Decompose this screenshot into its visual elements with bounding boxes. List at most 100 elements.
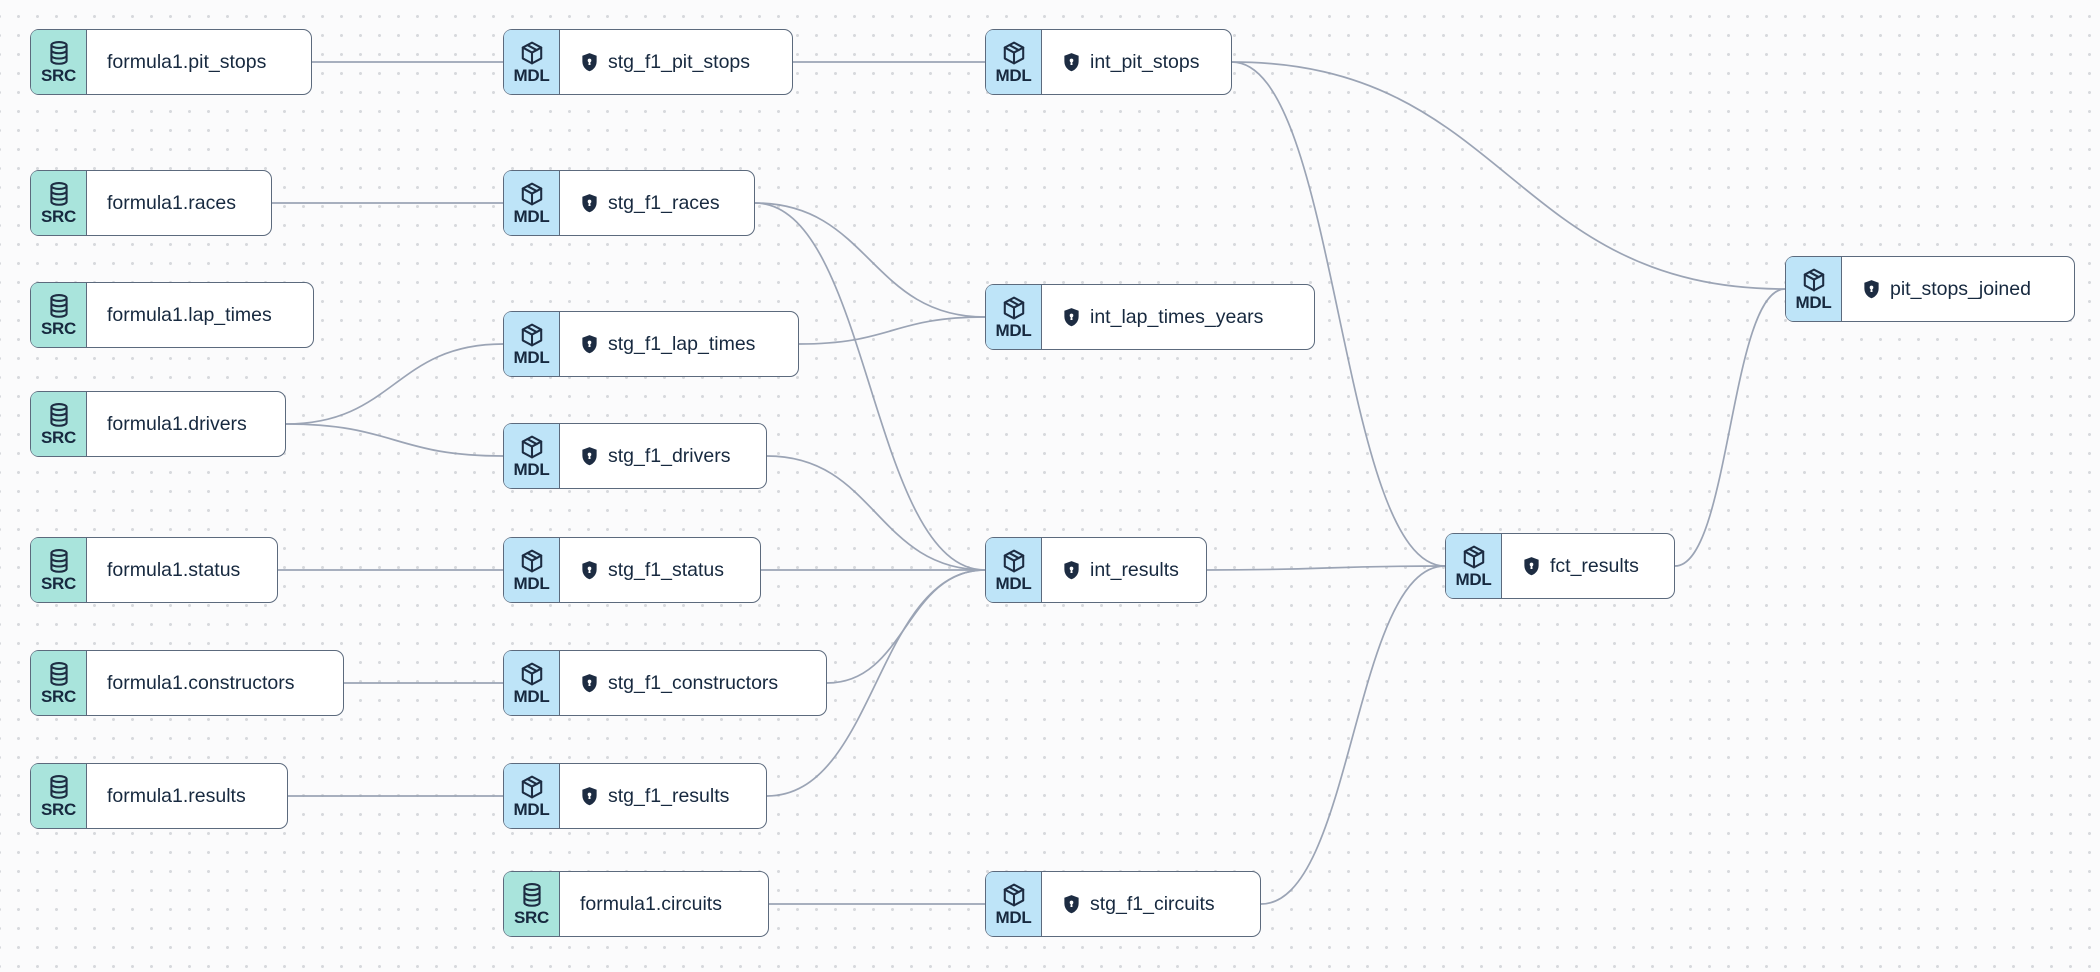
node-fct_results[interactable]: MDL fct_results [1445,533,1675,599]
shield-lock-icon [582,193,597,212]
edge-stg_f1_results-to-int_results [766,569,986,797]
cube-icon [1003,41,1024,65]
node-type-label: MDL [995,321,1032,340]
node-type-badge: SRC [31,30,87,94]
edge-fct_results-to-pit_stops_joined [1674,288,1786,567]
cube-icon [1003,549,1024,573]
node-type-label: MDL [513,800,550,819]
node-type-badge: MDL [504,171,560,235]
node-label: formula1.constructors [107,671,295,694]
edge-stg_f1_circuits-to-fct_results [1260,565,1446,905]
node-stg_f1_results[interactable]: MDL stg_f1_results [503,763,767,829]
shield-lock-icon [582,334,597,353]
edge-int_pit_stops-to-fct_results [1231,61,1446,567]
edge-stg_f1_lap_times-to-int_lap_times_years [798,316,986,345]
node-type-badge: SRC [31,283,87,347]
node-formula1.drivers[interactable]: SRC formula1.drivers [30,391,286,457]
node-stg_f1_constructors[interactable]: MDL stg_f1_constructors [503,650,827,716]
cube-icon [521,549,542,573]
cube-icon [1003,883,1024,907]
edge-stg_f1_races-to-int_lap_times_years [754,202,986,318]
node-label: stg_f1_results [608,784,730,807]
node-type-label: MDL [513,348,550,367]
node-type-badge: MDL [986,538,1042,602]
node-label: formula1.races [107,191,236,214]
node-type-label: SRC [41,687,76,706]
node-label: stg_f1_pit_stops [608,50,751,73]
node-label: fct_results [1550,554,1639,577]
shield-lock-icon [582,786,597,805]
node-type-label: SRC [41,207,76,226]
node-formula1.status[interactable]: SRC formula1.status [30,537,278,603]
node-stg_f1_circuits[interactable]: MDL stg_f1_circuits [985,871,1261,937]
node-type-badge: MDL [504,764,560,828]
node-formula1.constructors[interactable]: SRC formula1.constructors [30,650,344,716]
database-icon [49,549,68,573]
node-type-label: SRC [514,908,549,927]
node-stg_f1_status[interactable]: MDL stg_f1_status [503,537,761,603]
node-label: stg_f1_status [608,558,724,581]
shield-lock-icon [1064,52,1079,71]
node-type-badge: MDL [986,285,1042,349]
node-type-badge: MDL [504,30,560,94]
node-label: pit_stops_joined [1890,277,2031,300]
node-type-label: SRC [41,66,76,85]
node-label: formula1.drivers [107,412,247,435]
node-stg_f1_drivers[interactable]: MDL stg_f1_drivers [503,423,767,489]
node-pit_stops_joined[interactable]: MDL pit_stops_joined [1785,256,2075,322]
node-int_results[interactable]: MDL int_results [985,537,1207,603]
node-int_lap_times_years[interactable]: MDL int_lap_times_years [985,284,1315,350]
shield-lock-icon [582,52,597,71]
cube-icon [521,182,542,206]
node-type-badge: MDL [986,872,1042,936]
node-formula1.races[interactable]: SRC formula1.races [30,170,272,236]
node-int_pit_stops[interactable]: MDL int_pit_stops [985,29,1232,95]
database-icon [49,403,68,427]
node-formula1.results[interactable]: SRC formula1.results [30,763,288,829]
node-type-badge: MDL [1786,257,1842,321]
node-formula1.pit_stops[interactable]: SRC formula1.pit_stops [30,29,312,95]
database-icon [49,775,68,799]
node-label: stg_f1_constructors [608,671,779,694]
node-type-badge: SRC [31,171,87,235]
node-label: stg_f1_lap_times [608,332,756,355]
database-icon [49,294,68,318]
database-icon [49,41,68,65]
node-type-label: MDL [513,460,550,479]
node-type-badge: SRC [31,538,87,602]
node-type-label: SRC [41,428,76,447]
node-type-label: SRC [41,319,76,338]
node-type-label: SRC [41,574,76,593]
edge-formula1.drivers-to-stg_f1_drivers [285,423,504,457]
node-type-label: MDL [513,574,550,593]
node-label: stg_f1_drivers [608,444,731,467]
node-label: formula1.pit_stops [107,50,267,73]
edge-int_results-to-fct_results [1206,565,1446,571]
node-formula1.lap_times[interactable]: SRC formula1.lap_times [30,282,314,348]
shield-lock-icon [582,446,597,465]
cube-icon [521,323,542,347]
node-type-badge: MDL [986,30,1042,94]
node-type-badge: SRC [504,872,560,936]
node-type-label: MDL [513,207,550,226]
node-stg_f1_pit_stops[interactable]: MDL stg_f1_pit_stops [503,29,793,95]
cube-icon [521,662,542,686]
node-type-badge: MDL [1446,534,1502,598]
shield-lock-icon [582,560,597,579]
database-icon [49,182,68,206]
shield-lock-icon [1864,279,1879,298]
node-type-badge: MDL [504,312,560,376]
node-formula1.circuits[interactable]: SRC formula1.circuits [503,871,769,937]
shield-lock-icon [582,673,597,692]
node-type-label: MDL [995,908,1032,927]
node-stg_f1_races[interactable]: MDL stg_f1_races [503,170,755,236]
node-stg_f1_lap_times[interactable]: MDL stg_f1_lap_times [503,311,799,377]
node-label: stg_f1_races [608,191,720,214]
cube-icon [521,41,542,65]
node-type-label: SRC [41,800,76,819]
node-type-badge: SRC [31,392,87,456]
edge-stg_f1_races-to-int_results [754,202,986,571]
node-type-badge: SRC [31,651,87,715]
